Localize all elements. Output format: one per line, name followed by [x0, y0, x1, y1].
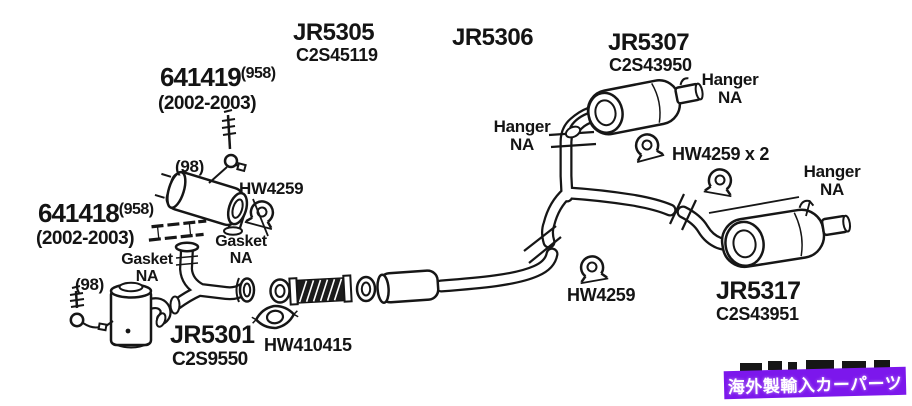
oxygen-sensor-upper: [208, 109, 247, 184]
hanger-na: NA: [718, 87, 742, 107]
sku-c2s45119: C2S45119: [296, 45, 378, 65]
catalytic-converter-641418: [69, 281, 172, 349]
hanger-label-tail: Hanger NA: [698, 71, 762, 106]
catalytic-converter-641419: [154, 109, 249, 236]
gasket-text: Gasket: [121, 251, 173, 268]
gasket-label-upper: Gasket NA: [212, 233, 270, 267]
hanger-na: NA: [510, 134, 534, 154]
clamp-icon-left-of-x2: [634, 133, 665, 164]
clamp-label-hw4259-upper: HW4259: [239, 179, 304, 198]
sku-c2s43951: C2S43951: [716, 304, 799, 324]
slip-joint-marks-center: [523, 225, 562, 264]
leader-lines: [252, 196, 811, 237]
slip-joint-marks-right: [669, 193, 697, 231]
shop-banner-text: 海外製輸入カーパーツ: [727, 373, 903, 397]
gasket-text: Gasket: [215, 233, 267, 250]
center-resonator: [376, 269, 440, 304]
sensor-label-98-upper: (98): [175, 157, 205, 176]
flex-end-collar: [355, 275, 377, 303]
sensor-label-98-lower: (98): [75, 275, 105, 294]
gasket-na: NA: [229, 249, 253, 267]
flex-pipe-section: [269, 274, 377, 306]
gasket-ring-icon: [269, 278, 291, 304]
rear-pipe-jr5306: [434, 106, 742, 293]
hanger-label-left: Hanger NA: [490, 118, 554, 153]
hanger-na: NA: [820, 179, 844, 199]
gasket-hw410415-icon: [251, 304, 299, 330]
part-number-641418: 641418(958): [38, 198, 154, 228]
years-641419: (2002-2003): [158, 93, 257, 114]
hanger-text: Hanger: [803, 162, 861, 181]
clamp-label-hw4259-bottom: HW4259: [567, 285, 636, 305]
muffler-jr5317: [720, 199, 852, 269]
clamp-icon-upper: [244, 200, 275, 231]
inlet-bell: [174, 241, 200, 253]
hanger-text: Hanger: [701, 70, 759, 89]
part-number-641419: 641419(958): [160, 62, 276, 92]
part-number-jr5306: JR5306: [452, 24, 534, 51]
shop-banner: 海外製輸入カーパーツ: [723, 366, 907, 400]
obscured-text-marks: [740, 360, 890, 372]
sku-c2s9550: C2S9550: [172, 349, 248, 370]
muffler-jr5307: [564, 77, 704, 139]
part-number-jr5301: JR5301: [170, 321, 255, 349]
oxygen-sensor-lower: [69, 285, 114, 332]
sku-c2s43950: C2S43950: [609, 55, 692, 75]
outlet-flange-cup: [238, 277, 256, 303]
part-number-jr5307: JR5307: [608, 29, 690, 56]
gasket-label-hw410415: HW410415: [264, 335, 352, 355]
downpipe-jr5301: [169, 241, 256, 315]
part-note-958-lower: (958): [118, 201, 154, 218]
part-number-jr5305: JR5305: [293, 19, 375, 46]
part-note-958-upper: (958): [240, 65, 276, 82]
clamp-icon-bottom: [579, 255, 609, 285]
gasket-na: NA: [135, 267, 159, 285]
years-641418: (2002-2003): [36, 228, 135, 249]
part-number-jr5317: JR5317: [716, 277, 801, 305]
hanger-label-right: Hanger NA: [800, 163, 864, 198]
flange-bolt-marks: [148, 219, 207, 242]
gasket-label-lower: Gasket NA: [118, 251, 176, 285]
clamp-label-hw4259-x2: HW4259 x 2: [672, 144, 770, 164]
second-inlet-bell: [169, 295, 181, 315]
part-number-641418-text: 641418: [38, 198, 120, 228]
hanger-text: Hanger: [493, 117, 551, 136]
hanger-bracket: [798, 199, 815, 209]
clamp-icon-below-x2: [703, 168, 733, 198]
part-number-641419-text: 641419: [160, 62, 242, 92]
